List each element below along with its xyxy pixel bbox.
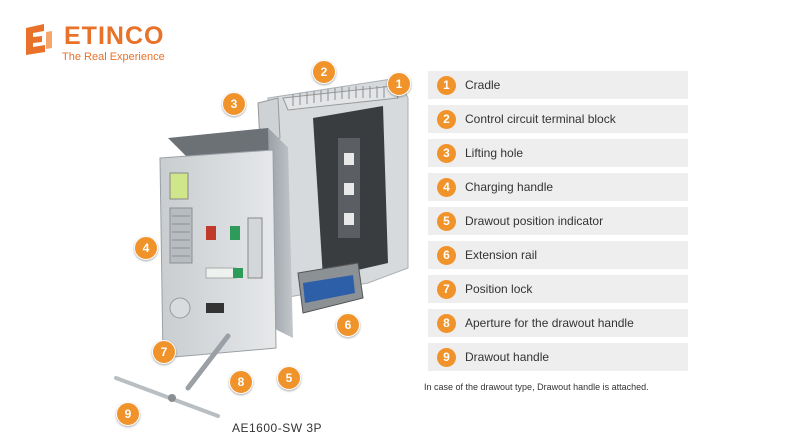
callout-1: 1 xyxy=(387,72,411,96)
brand-name: ETINCO xyxy=(64,22,165,50)
brand-logo: ETINCO The Real Experience xyxy=(22,20,182,66)
callout-4: 4 xyxy=(134,236,158,260)
callout-2: 2 xyxy=(312,60,336,84)
legend-number-badge: 3 xyxy=(437,143,456,163)
legend-label: Position lock xyxy=(465,282,533,296)
legend-label: Drawout handle xyxy=(465,350,550,364)
legend-number-badge: 7 xyxy=(437,279,456,299)
legend-number-badge: 1 xyxy=(437,75,456,95)
legend-note: In case of the drawout type, Drawout han… xyxy=(424,382,649,392)
legend-number-badge: 2 xyxy=(437,109,456,129)
legend-item: 5 Drawout position indicator xyxy=(428,207,688,235)
legend-item: 3 Lifting hole xyxy=(428,139,688,167)
callout-6: 6 xyxy=(336,313,360,337)
legend-number-badge: 6 xyxy=(437,245,456,265)
legend-item: 6 Extension rail xyxy=(428,241,688,269)
callout-9: 9 xyxy=(116,402,140,426)
legend-label: Aperture for the drawout handle xyxy=(465,316,634,330)
brand-tagline: The Real Experience xyxy=(62,51,165,63)
legend-label: Extension rail xyxy=(465,248,538,262)
model-label: AE1600-SW 3P xyxy=(232,421,323,435)
legend-number-badge: 5 xyxy=(437,211,456,231)
legend-item: 7 Position lock xyxy=(428,275,688,303)
callout-3: 3 xyxy=(222,92,246,116)
etinco-logo-icon xyxy=(26,24,52,55)
callout-8: 8 xyxy=(229,370,253,394)
legend-item: 1 Cradle xyxy=(428,71,688,99)
legend-label: Lifting hole xyxy=(465,146,524,160)
legend-item: 4 Charging handle xyxy=(428,173,688,201)
legend-item: 2 Control circuit terminal block xyxy=(428,105,688,133)
legend-number-badge: 8 xyxy=(437,313,456,333)
legend-label: Control circuit terminal block xyxy=(465,112,616,126)
legend-label: Drawout position indicator xyxy=(465,214,604,228)
legend-number-badge: 9 xyxy=(437,347,456,367)
breaker-illustration xyxy=(114,77,409,418)
legend-label: Charging handle xyxy=(465,180,554,194)
parts-legend: 1 Cradle 2 Control circuit terminal bloc… xyxy=(428,71,688,377)
legend-number-badge: 4 xyxy=(437,177,456,197)
callout-5: 5 xyxy=(277,366,301,390)
legend-item: 9 Drawout handle xyxy=(428,343,688,371)
legend-label: Cradle xyxy=(465,78,501,92)
callout-7: 7 xyxy=(152,340,176,364)
legend-item: 8 Aperture for the drawout handle xyxy=(428,309,688,337)
